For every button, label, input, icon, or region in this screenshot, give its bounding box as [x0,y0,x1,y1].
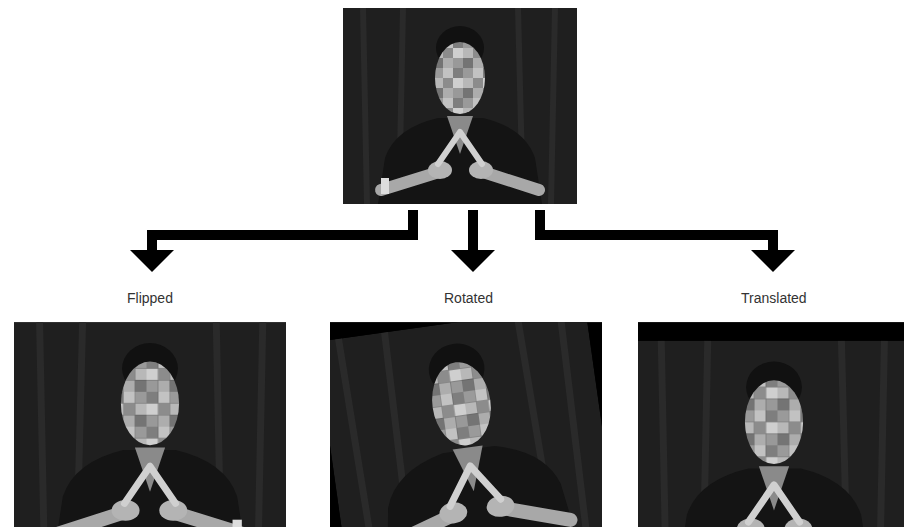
rotated-photo [315,304,616,527]
transform-label: Translated [741,289,807,307]
transform-label: Flipped [127,289,173,307]
flipped-photo [14,322,286,527]
transform-label: Rotated [444,289,493,307]
translated-photo [638,322,904,527]
original-photo [343,8,577,204]
branch-arrows [130,210,795,272]
